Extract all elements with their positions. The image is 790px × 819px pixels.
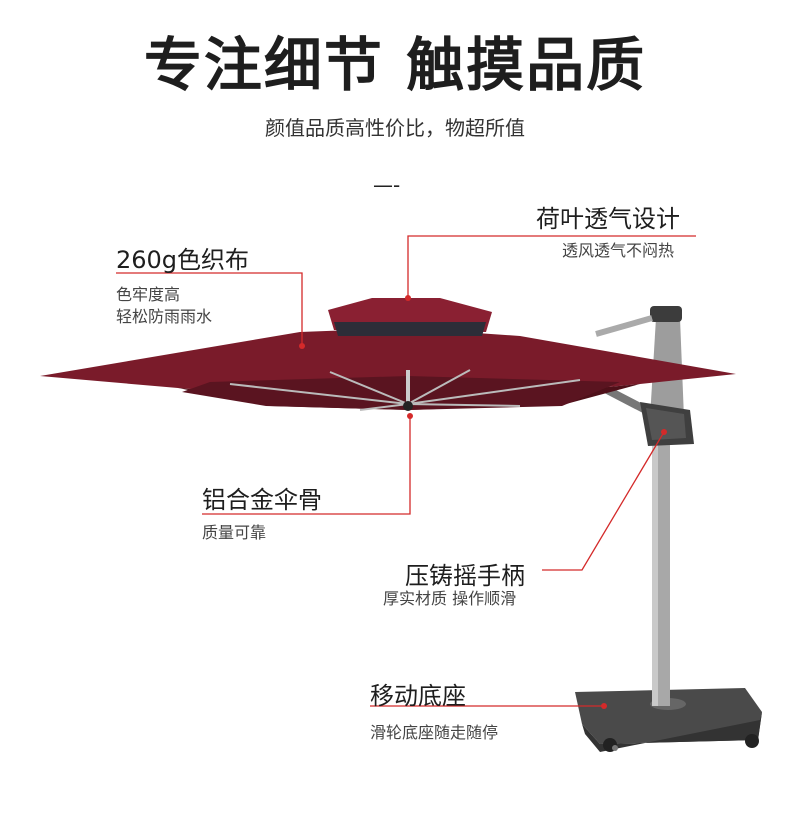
page-title: 专注细节 触摸品质 bbox=[143, 31, 647, 99]
callout-dot-base bbox=[601, 703, 607, 709]
callout-dots bbox=[299, 295, 667, 709]
feature-ribs-desc: 质量可靠 bbox=[202, 523, 267, 542]
callout-handle bbox=[542, 431, 665, 571]
feature-base-desc: 滑轮底座随走随停 bbox=[370, 723, 499, 742]
callout-ribs bbox=[202, 416, 411, 515]
feature-handle-title: 压铸摇手柄 bbox=[405, 562, 525, 590]
canopy-icon bbox=[40, 298, 736, 411]
feature-fabric-desc-1: 色牢度高 bbox=[116, 285, 181, 304]
feature-fabric-title: 260g色织布 bbox=[116, 246, 250, 274]
callout-dot-ribs bbox=[407, 413, 413, 419]
crank-handle-icon bbox=[640, 402, 694, 446]
callout-dot-handle bbox=[661, 429, 667, 435]
feature-fabric-desc-2: 轻松防雨雨水 bbox=[116, 307, 213, 326]
page-subtitle: 颜值品质高性价比，物超所值 bbox=[265, 116, 525, 140]
base-icon bbox=[575, 688, 762, 752]
feature-vent-title: 荷叶透气设计 bbox=[536, 205, 680, 233]
divider-mark: —- bbox=[373, 173, 401, 197]
feature-handle-desc: 厚实材质 操作顺滑 bbox=[383, 589, 517, 608]
feature-base-title: 移动底座 bbox=[370, 682, 466, 710]
callout-vent bbox=[407, 235, 696, 298]
callout-fabric bbox=[116, 272, 303, 346]
callout-dot-vent bbox=[405, 295, 411, 301]
feature-vent-desc: 透风透气不闷热 bbox=[562, 241, 675, 260]
callout-dot-fabric bbox=[299, 343, 305, 349]
feature-ribs-title: 铝合金伞骨 bbox=[202, 486, 322, 514]
callout-lines bbox=[116, 235, 696, 707]
